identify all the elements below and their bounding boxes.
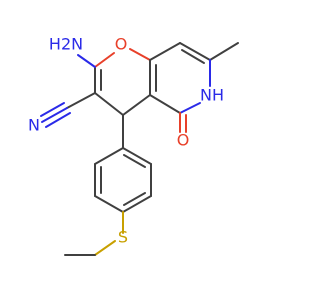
bond-c4-c4a [122,94,151,116]
carbonyl-oxygen-label: O [177,131,190,150]
bond-ph-1-2 [122,147,152,165]
bond-c2-o1 [94,52,115,68]
bond-c8-c7-double [181,49,205,64]
bond-c7-methyl [209,42,239,61]
bond-n6-c5 [179,102,201,114]
bond-o1-c8a [129,48,151,61]
lactam-nh-label: NH [200,86,224,105]
nitrile-nitrogen-label: N [28,116,40,135]
bond-ph-3-4 [122,195,152,213]
bond-c8a-c8 [149,42,181,61]
bond-c3-c4 [94,92,124,116]
bond-cn-triple-1 [41,107,68,123]
bond-ph-4-5 [94,195,124,213]
bond-ph-inner-2 [123,192,146,206]
bond-c8-c7 [179,42,211,61]
bond-c2-nh2 [77,54,96,68]
molecule-structure: H2N O N O NH S [28,35,239,256]
bond-cn-triple-2 [40,102,65,117]
sulfur-label: S [118,228,128,247]
bond-layer [40,42,239,256]
bond-cn-triple-3 [45,112,71,128]
bond-ph-inner-1 [123,154,146,168]
bond-s-methyl [94,240,116,256]
amine-label: H2N [49,35,83,54]
bond-ph-6-1 [94,147,124,165]
bond-c5-c4a [149,94,181,114]
atom-label-layer: H2N O N O NH S [28,35,224,247]
bond-c3-cn [66,92,96,109]
ring-oxygen-label: O [115,35,128,54]
